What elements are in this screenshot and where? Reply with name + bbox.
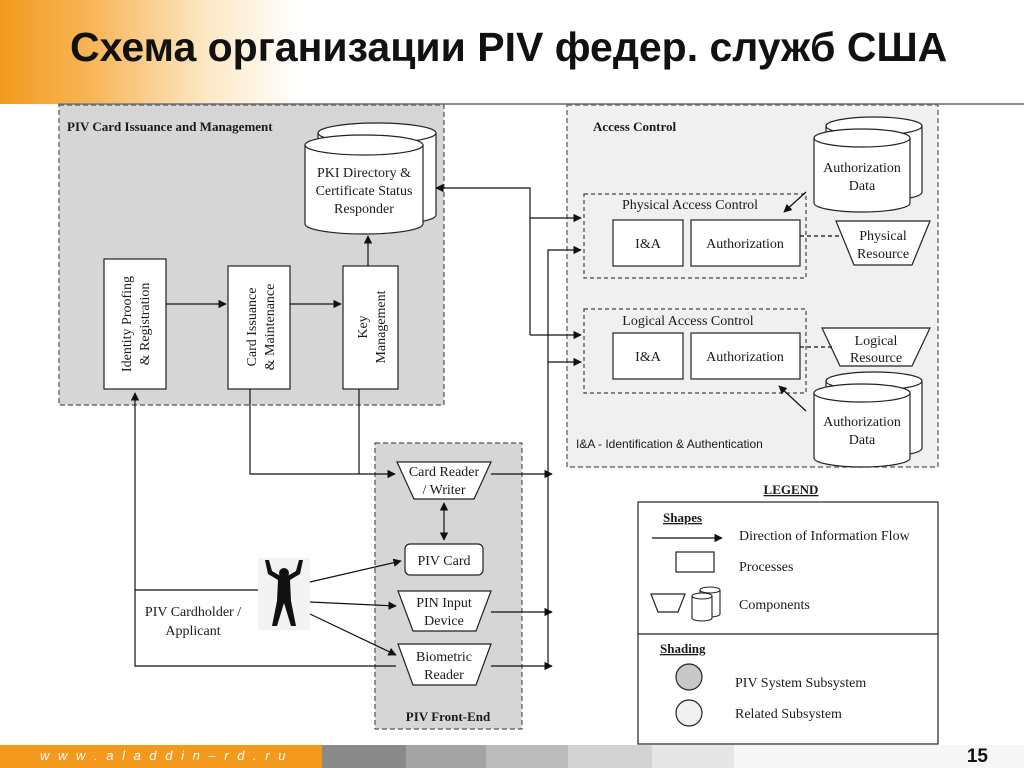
logical-authorization: Authorization	[706, 350, 784, 365]
logical-resource-2: Resource	[850, 351, 902, 366]
pki-directory-component: PKI Directory & Certificate Status Respo…	[304, 122, 437, 235]
access-control-title: Access Control	[593, 119, 677, 134]
pki-label-3: Responder	[334, 202, 394, 217]
legend-piv-shade-swatch	[675, 663, 703, 691]
identity-label-1: Identity Proofing	[120, 276, 135, 372]
auth-data-top-1: Authorization	[823, 161, 901, 176]
card-issuance-process: Card Issuance & Maintenance	[227, 265, 291, 390]
piv-card-component: PIV Card	[404, 543, 484, 576]
card-reader-2: / Writer	[422, 483, 465, 498]
title-divider	[58, 103, 1024, 105]
logical-ia: I&A	[635, 350, 662, 365]
pin-input-component: PIN Input Device	[397, 590, 492, 632]
auth-data-bottom-2: Data	[849, 433, 876, 448]
pin-input-1: PIN Input	[416, 596, 472, 611]
legend-shapes-heading: Shapes	[663, 510, 702, 525]
auth-data-top-2: Data	[849, 179, 876, 194]
physical-resource-component: Physical Resource	[835, 220, 931, 266]
key-management-process: Key Management	[342, 265, 399, 390]
title-accent-band	[0, 0, 300, 104]
identity-proofing-process: Identity Proofing & Registration	[103, 258, 167, 390]
pki-label-2: Certificate Status	[316, 184, 413, 199]
mgmt-flow-arrows	[166, 235, 373, 309]
legend: LEGEND Shapes Direction of Information F…	[637, 482, 939, 745]
logical-title: Logical Access Control	[622, 314, 754, 329]
biometric-1: Biometric	[416, 650, 472, 665]
authorization-data-top: Authorization Data	[813, 116, 923, 213]
biometric-2: Reader	[424, 668, 464, 683]
legend-shading-heading: Shading	[660, 641, 706, 656]
legend-components-label: Components	[739, 598, 810, 613]
legend-process-shape	[675, 551, 715, 573]
card-reader-component: Card Reader / Writer	[396, 461, 492, 500]
auth-data-bottom-1: Authorization	[823, 415, 901, 430]
physical-access-control: Physical Access Control I&A Authorizatio…	[583, 193, 807, 279]
card-reader-1: Card Reader	[409, 465, 480, 480]
ia-note: I&A - Identification & Authentication	[576, 437, 763, 451]
logical-access-control: Logical Access Control I&A Authorization	[583, 308, 807, 394]
pin-input-2: Device	[424, 614, 464, 629]
slide-title: Схема организации PIV федер. служб США	[70, 24, 948, 70]
cardholder: PIV Cardholder / Applicant	[145, 605, 241, 639]
key-mgmt-label-1: Key	[356, 315, 371, 338]
page-number: 15	[966, 746, 988, 767]
authorization-data-bottom: Authorization Data	[813, 371, 923, 468]
footer-bar	[0, 745, 1024, 768]
legend-trapezoid-shape	[650, 593, 686, 613]
connector-lines	[130, 183, 582, 671]
biometric-reader-component: Biometric Reader	[397, 643, 492, 686]
cardholder-label-1: PIV Cardholder /	[145, 605, 241, 620]
legend-flow-label: Direction of Information Flow	[739, 529, 911, 544]
access-control-arrows	[778, 191, 842, 412]
front-end-title: PIV Front-End	[406, 709, 491, 724]
legend-piv-subsystem-label: PIV System Subsystem	[735, 676, 866, 691]
legend-title: LEGEND	[764, 482, 819, 497]
legend-related-subsystem-label: Related Subsystem	[735, 707, 842, 722]
key-mgmt-label-2: Management	[374, 290, 389, 363]
card-issuance-label-2: & Maintenance	[263, 284, 278, 371]
piv-card-label: PIV Card	[417, 554, 470, 569]
footer-website: w w w . a l a d d i n – r d . r u	[40, 748, 288, 763]
pki-label-1: PKI Directory &	[317, 166, 411, 181]
physical-authorization: Authorization	[706, 237, 784, 252]
physical-resource-2: Resource	[857, 247, 909, 262]
physical-ia: I&A	[635, 237, 662, 252]
piv-mgmt-title: PIV Card Issuance and Management	[67, 119, 273, 134]
logical-resource-component: Logical Resource	[821, 327, 931, 367]
physical-title: Physical Access Control	[622, 198, 758, 213]
cardholder-label-2: Applicant	[165, 624, 220, 639]
person-figure-icon	[258, 558, 310, 630]
legend-processes-label: Processes	[739, 560, 793, 575]
card-issuance-label-1: Card Issuance	[245, 288, 260, 367]
legend-related-shade-swatch	[675, 699, 703, 727]
physical-resource-1: Physical	[859, 229, 907, 244]
legend-cylinder-shape	[691, 586, 721, 622]
identity-label-2: & Registration	[138, 283, 153, 366]
logical-resource-1: Logical	[855, 334, 898, 349]
